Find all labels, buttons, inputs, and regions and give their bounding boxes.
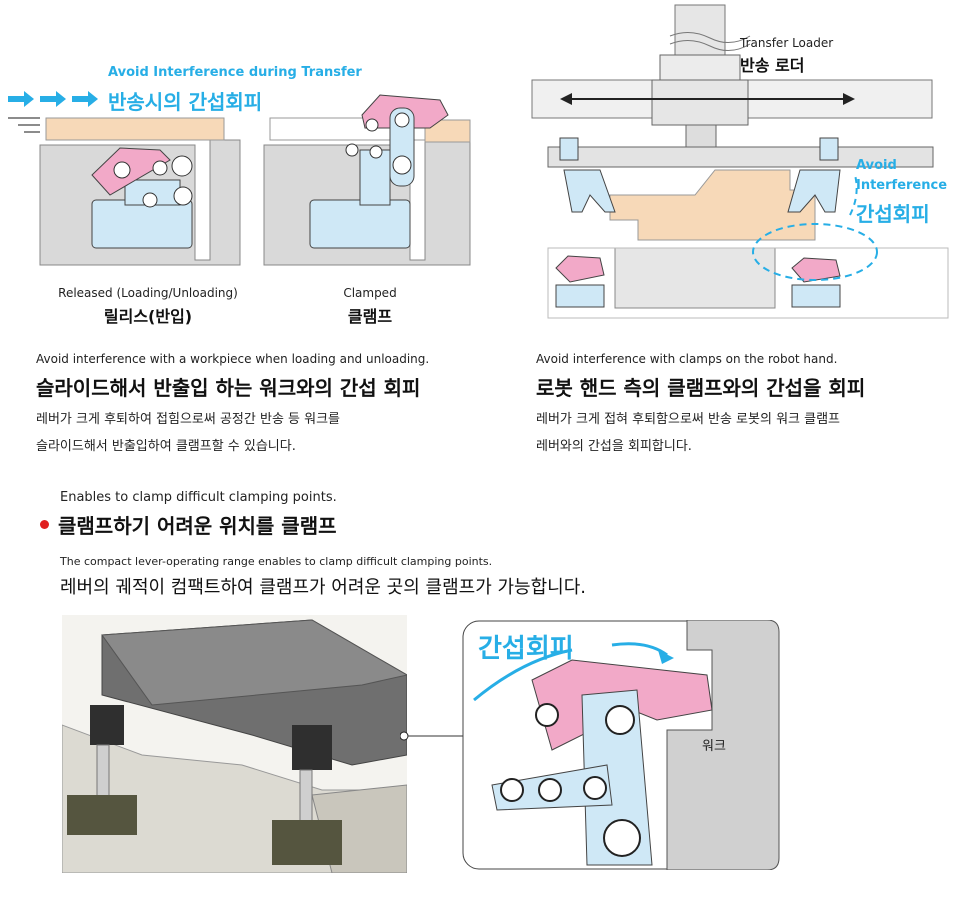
transfer-title-ko: 반송시의 간섭회피 [108, 86, 262, 115]
speed-lines [8, 118, 40, 132]
detail-avoid-label: 간섭회피 [478, 628, 574, 665]
detail-work-label: 워크 [702, 735, 726, 754]
right-section-en: Avoid interference with clamps on the ro… [536, 352, 837, 366]
connector-line [400, 720, 470, 750]
transfer-title-en: Avoid Interference during Transfer [108, 65, 362, 80]
detail-figure: 간섭회피 워크 [462, 620, 780, 870]
clamped-caption-en: Clamped [320, 286, 420, 300]
right-section-body-1: 레버가 크게 접혀 후퇴함으로써 반송 로봇의 워크 클램프 [536, 406, 840, 433]
released-caption-ko: 릴리스(반입) [58, 303, 238, 327]
loader-figure: Transfer Loader 반송 로더 Avoid Interference… [520, 0, 960, 330]
transfer-illustration [0, 0, 520, 330]
bullet-dot [40, 520, 49, 529]
feature-sub-ko: 레버의 궤적이 컴팩트하여 클램프가 어려운 곳의 클램프가 가능합니다. [60, 573, 586, 599]
render-figure [62, 615, 407, 873]
loader-avoid-en-2: Interference [856, 178, 947, 193]
transfer-figure: Avoid Interference during Transfer 반송시의 … [0, 0, 520, 330]
transfer-arrows [8, 91, 98, 107]
left-section-heading: 슬라이드해서 반출입 하는 워크와의 간섭 회피 [36, 372, 420, 401]
left-section-body-1: 레버가 크게 후퇴하여 접힘으로써 공정간 반송 등 워크를 [36, 406, 340, 433]
feature-en: Enables to clamp difficult clamping poin… [60, 490, 337, 505]
left-section-body-2: 슬라이드해서 반출입하여 클램프할 수 있습니다. [36, 433, 296, 460]
loader-avoid-en-1: Avoid [856, 158, 897, 173]
loader-label-en: Transfer Loader [740, 36, 833, 50]
feature-heading: 클램프하기 어려운 위치를 클램프 [58, 510, 337, 539]
loader-label-ko: 반송 로더 [740, 52, 804, 76]
workpiece-left [46, 118, 224, 140]
clamp-body-right [310, 200, 410, 248]
feature-sub-en: The compact lever-operating range enable… [60, 555, 492, 568]
clamp-body-left [92, 200, 192, 248]
right-section-heading: 로봇 핸드 측의 클램프와의 간섭을 회피 [536, 372, 865, 401]
render-illustration [62, 615, 407, 873]
loader-workpiece [610, 170, 815, 240]
loader-avoid-ko: 간섭회피 [856, 198, 930, 227]
left-section-en: Avoid interference with a workpiece when… [36, 352, 429, 366]
clamped-caption-ko: 클램프 [320, 303, 420, 327]
right-section-body-2: 레버와의 간섭을 회피합니다. [536, 433, 692, 460]
released-caption-en: Released (Loading/Unloading) [58, 286, 238, 300]
